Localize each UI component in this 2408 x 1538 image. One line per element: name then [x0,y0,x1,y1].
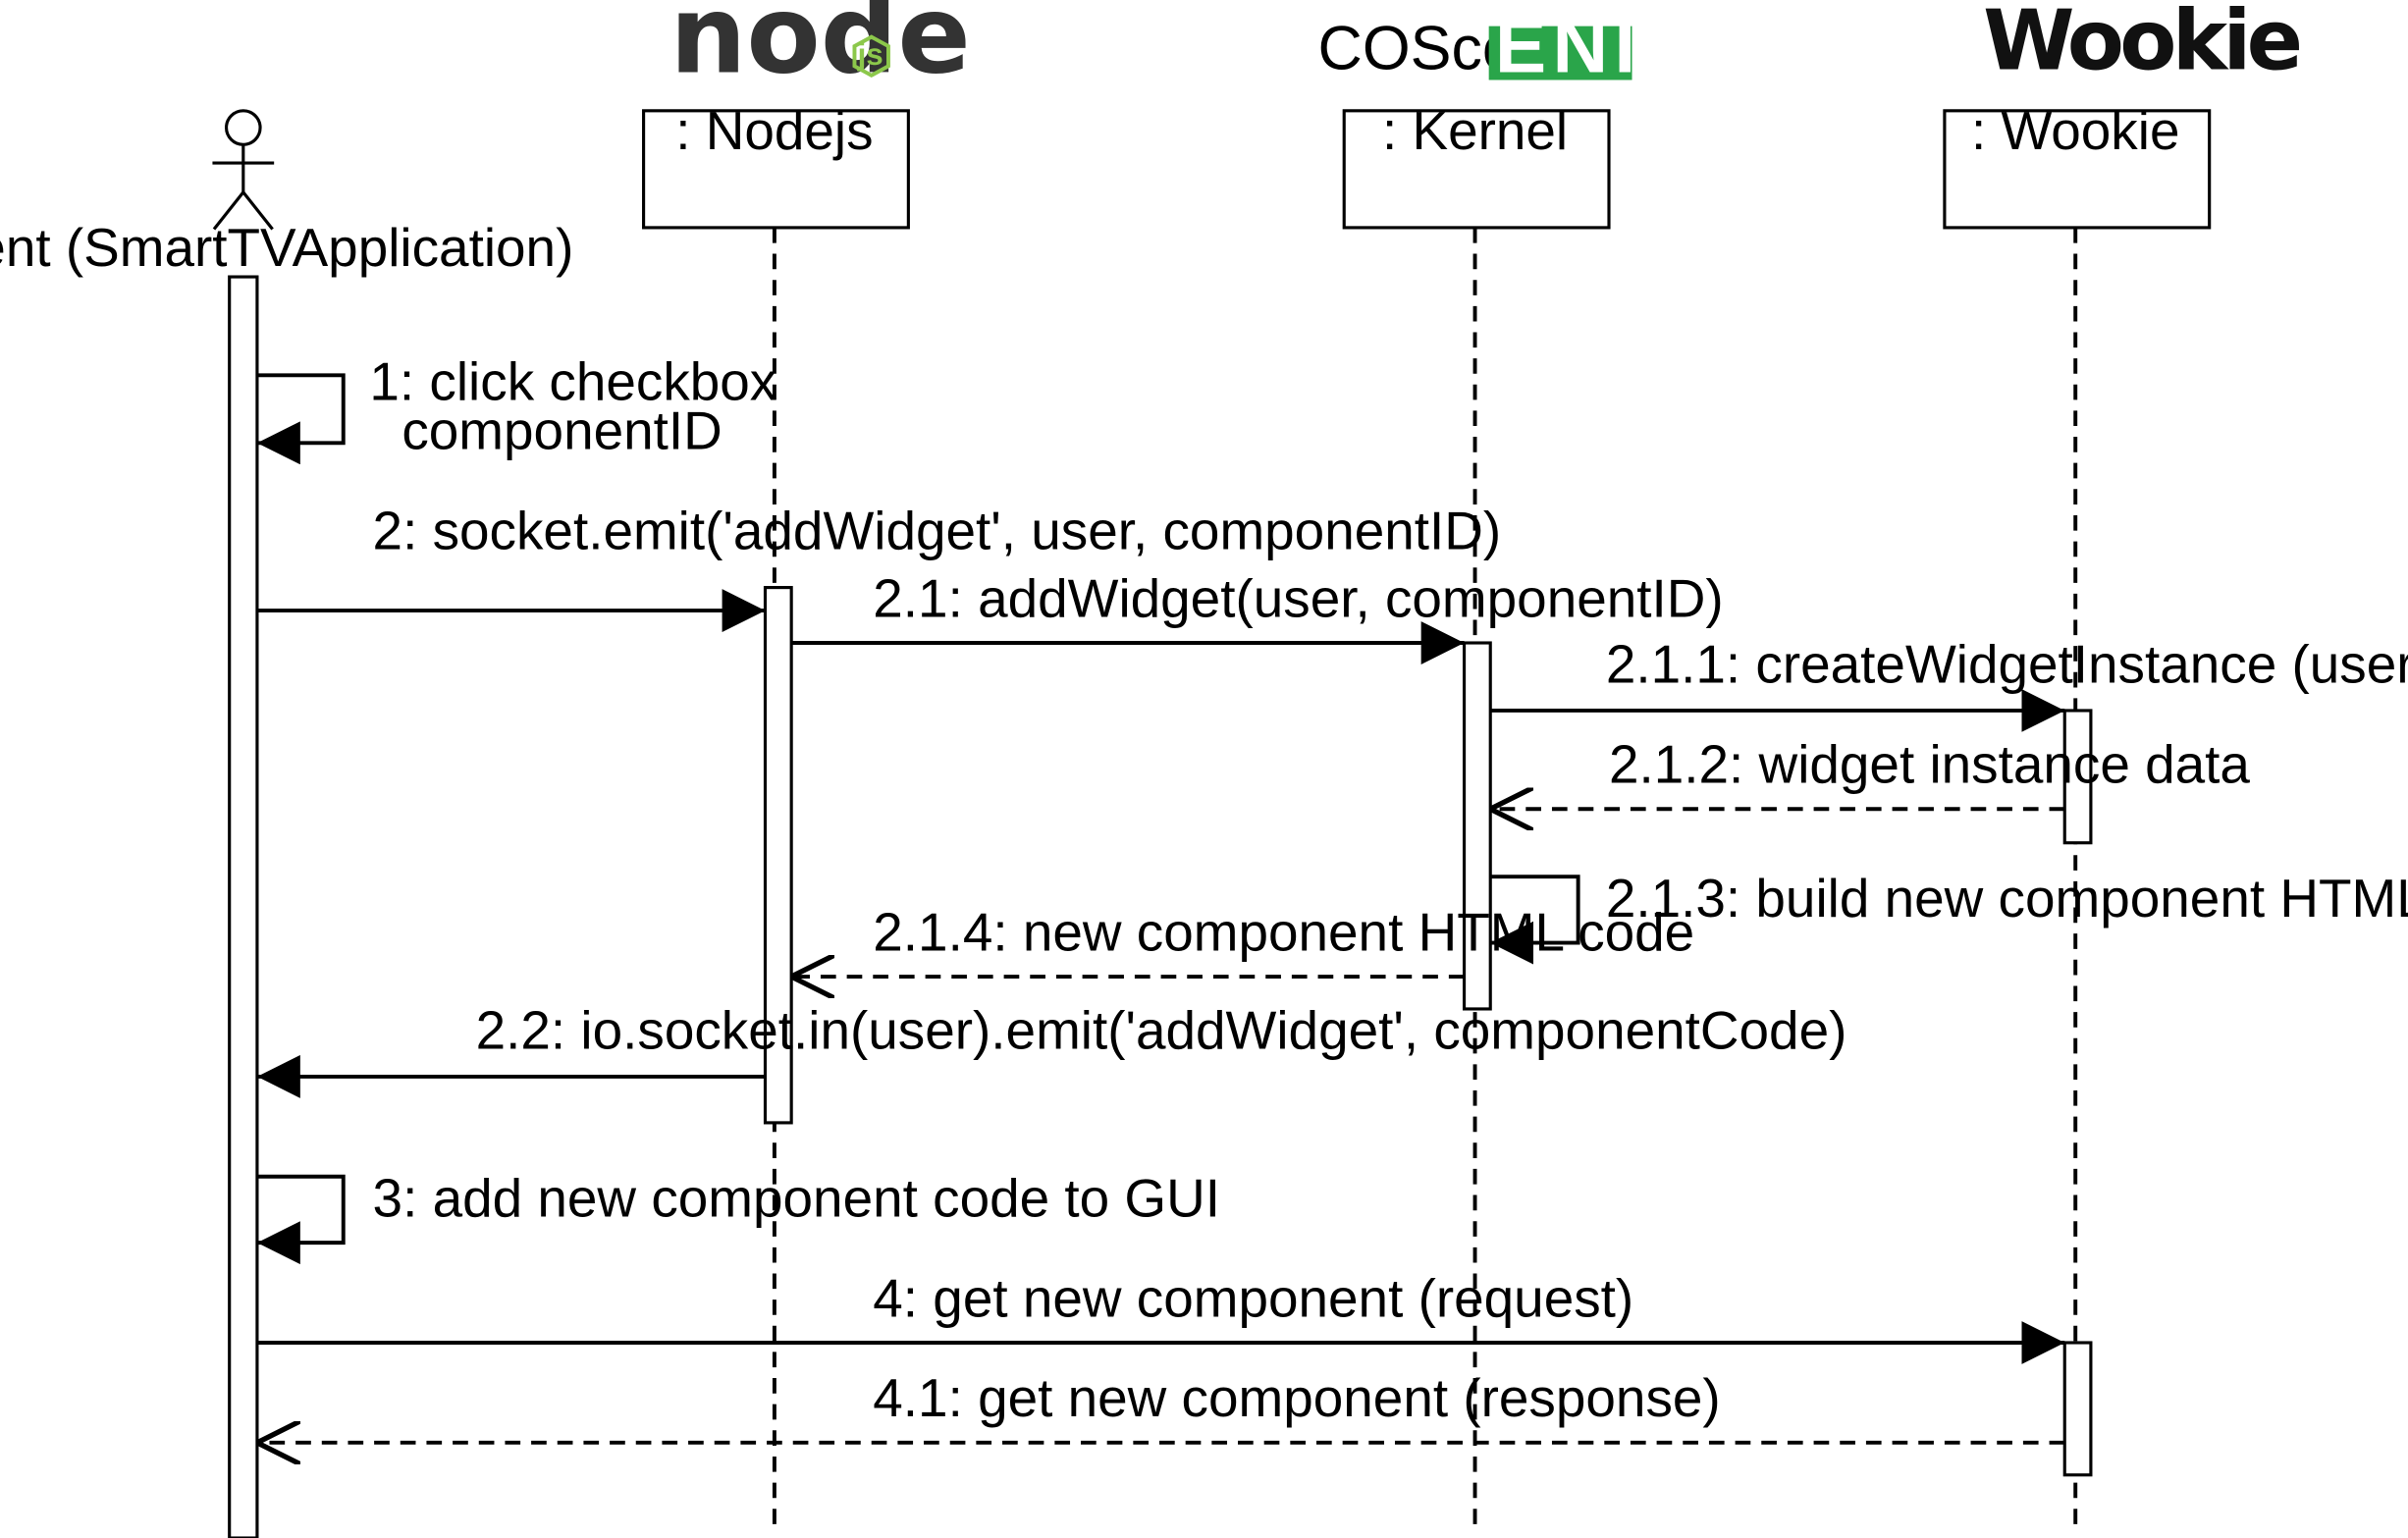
nodejs-activation-bar [763,586,793,1125]
message-1-arrow [256,373,346,465]
wookie-activation-bar-2 [2062,1341,2093,1477]
actor-left-leg-icon [212,190,245,231]
message-2-2-label: 2.2: io.socket.in(user).emit('addWidget'… [476,1000,1847,1061]
client-actor [212,109,275,231]
message-2-1-4-label: 2.1.4: new component HTML code [873,901,1694,962]
kernel-activation-bar [1462,641,1492,1011]
wookie-lifeline-box [1943,109,2212,230]
message-2-1-1-label: 2.1.1: createWidgetInstance (user, compo… [1606,634,2408,695]
wookie-logo-text: Wookie [1983,0,2300,89]
nodejs-lifeline-box [642,109,910,230]
nodejs-lifeline-label: : Nodejs [675,100,873,161]
wookie-logo: Wookie [1983,0,2304,89]
actor-label: Client (SmartTVApplication) [0,217,573,278]
wookie-lifeline-label: : Wookie [1971,100,2180,161]
message-1-label-line2: componentID [401,400,722,461]
client-activation-bar [228,275,259,1538]
nodejs-logo-badge: js [857,37,883,72]
coscore-logo: COScore ENIA [1318,3,1703,89]
message-4-1-label: 4.1: get new component (response) [873,1367,1720,1428]
enia-badge-text: ENIA [1495,3,1703,89]
message-2-label: 2: socket.emit('addWidget', user, compon… [373,500,1502,560]
message-1-label-line1: 1: click checkbox [369,350,776,411]
message-2-1-3-arrow [1490,875,1580,965]
nodejs-logo-text: node [669,0,971,98]
kernel-lifeline-label: : Kernel [1382,100,1568,161]
message-2-1-label: 2.1: addWidget(user, componentID) [873,567,1723,628]
wookie-activation-bar-1 [2062,709,2093,845]
message-3-label: 3: add new component code to GUI [373,1168,1220,1229]
actor-head-icon [224,109,262,146]
message-3-arrow [256,1174,346,1265]
nodejs-logo: node js [669,0,971,98]
enia-badge-background [1488,26,1632,80]
nodejs-hexagon-icon [852,34,890,79]
actor-right-leg-icon [241,190,274,231]
message-2-1-3-label: 2.1.3: build new component HTML code [1606,868,2408,928]
message-2-1-2-label: 2.1.2: widget instance data [1609,734,2250,795]
message-4-label: 4: get new component (request) [873,1267,1633,1328]
kernel-lifeline-box [1342,109,1611,230]
